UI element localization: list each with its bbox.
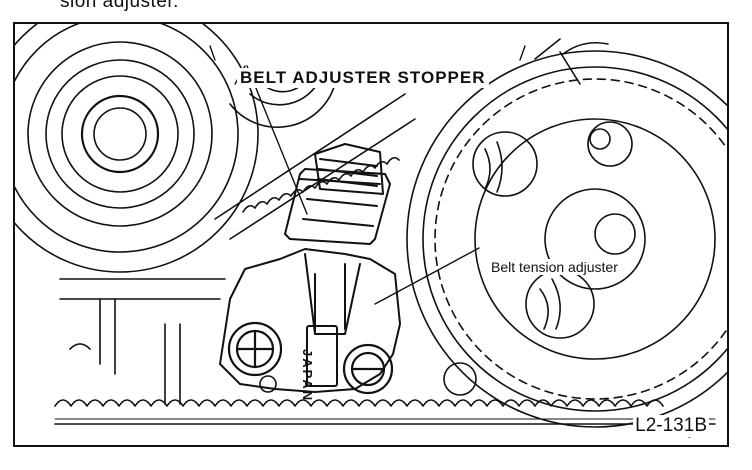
figure-id: L2-131B [633, 415, 709, 437]
small-nut [259, 375, 277, 393]
left-pulley [15, 24, 259, 273]
caption-fragment: sion adjuster. [60, 0, 179, 12]
lower-belt [54, 399, 716, 425]
engine-housing [59, 278, 226, 405]
diagram-drawing [15, 24, 727, 438]
upper-belt [214, 93, 416, 240]
label-belt-tension-adjuster: Belt tension adjuster [489, 259, 620, 275]
technical-illustration: BELT ADJUSTER STOPPER Belt tension adjus… [13, 22, 729, 447]
part-stamp-text: JAPAN [300, 349, 315, 403]
adjuster-bolt-right [342, 343, 394, 395]
adjuster-bolt-left [227, 321, 283, 377]
label-belt-adjuster-stopper: BELT ADJUSTER STOPPER [237, 68, 489, 88]
camshaft-gear [406, 38, 727, 428]
tension-adjuster-body [219, 143, 401, 393]
